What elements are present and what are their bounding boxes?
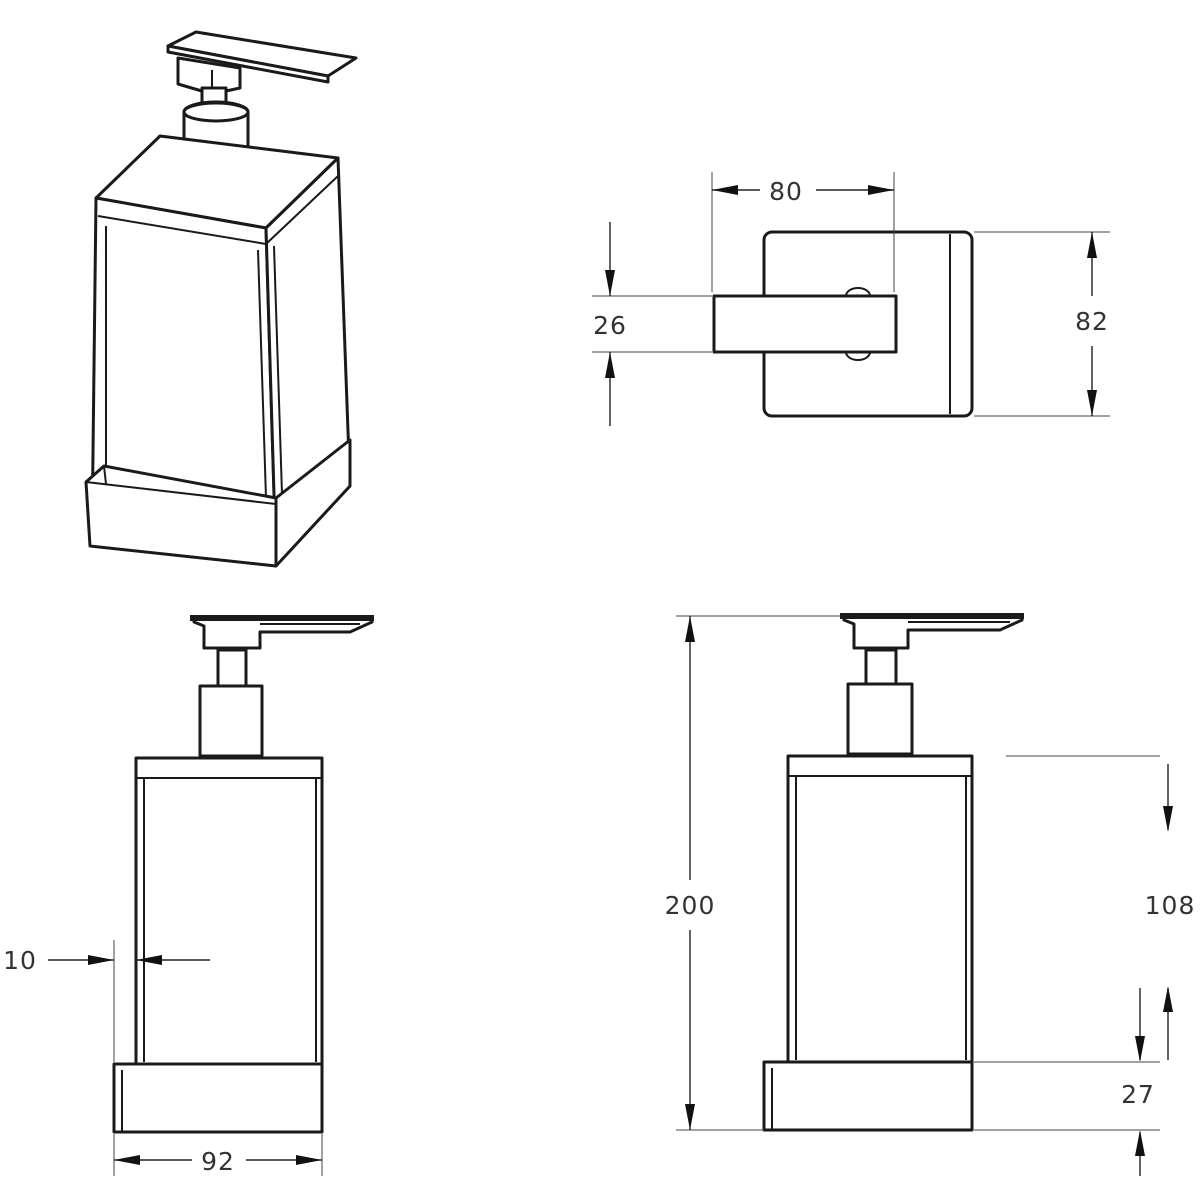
dim-base-width: 92 bbox=[201, 1147, 235, 1176]
front-pump-collar bbox=[198, 684, 264, 758]
front-pump-stem bbox=[216, 648, 248, 688]
dim-total-height: 200 bbox=[665, 891, 716, 920]
side-bottle-body bbox=[786, 754, 974, 1064]
dim-wall-thickness: 10 bbox=[3, 946, 37, 975]
front-bottle-body bbox=[134, 756, 324, 1066]
dim-mount-offset: 108 bbox=[1145, 891, 1196, 920]
dim-top-width: 80 bbox=[769, 177, 803, 206]
iso-pump-lever-front bbox=[166, 44, 330, 84]
side-pump-lever bbox=[842, 614, 1024, 650]
top-lever-arm bbox=[712, 294, 898, 354]
side-view: 200 108 27 bbox=[665, 613, 1196, 1176]
dim-plate-height: 82 bbox=[1075, 307, 1109, 336]
top-view: 80 26 82 bbox=[592, 172, 1110, 426]
front-pump-lever bbox=[192, 616, 374, 650]
isometric-view bbox=[84, 30, 358, 568]
dim-base-height: 27 bbox=[1121, 1080, 1155, 1109]
side-pump-collar bbox=[846, 682, 914, 756]
front-base-tray bbox=[112, 1062, 324, 1134]
side-base-tray bbox=[762, 1060, 974, 1132]
front-view: 10 92 bbox=[3, 615, 374, 1176]
iso-base-side bbox=[274, 438, 352, 568]
side-pump-stem bbox=[864, 648, 898, 686]
dim-arm-height: 26 bbox=[593, 311, 627, 340]
